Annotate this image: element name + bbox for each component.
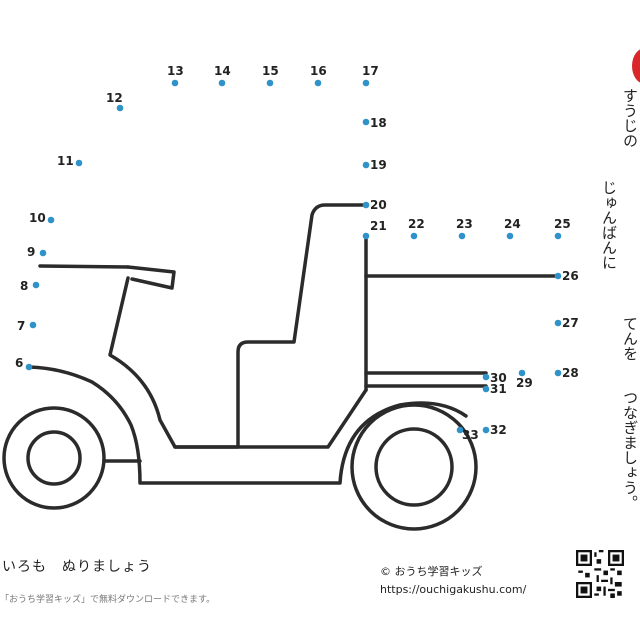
dot-label-9: 9 xyxy=(27,245,35,259)
dot-28 xyxy=(554,369,562,377)
dot-11 xyxy=(75,159,83,167)
dot-16 xyxy=(314,79,322,87)
dot-10 xyxy=(47,216,55,224)
instruction-column-2: じゅんばんに xyxy=(600,180,618,270)
instruction-column-1: すうじの xyxy=(621,88,639,148)
dot-label-8: 8 xyxy=(20,279,28,293)
dot-label-31: 31 xyxy=(490,382,507,396)
dot-label-17: 17 xyxy=(362,64,379,78)
scooter-grip xyxy=(126,265,176,290)
dot-29 xyxy=(518,369,526,377)
dot-30 xyxy=(482,373,490,381)
scooter-outline xyxy=(2,203,560,531)
dot-20 xyxy=(362,201,370,209)
dot-32 xyxy=(482,426,490,434)
dot-label-32: 32 xyxy=(490,423,507,437)
dot-23 xyxy=(458,232,466,240)
dot-label-14: 14 xyxy=(214,64,231,78)
dot-label-15: 15 xyxy=(262,64,279,78)
front-wheel-outer xyxy=(2,406,106,510)
dot-31 xyxy=(482,385,490,393)
dot-15 xyxy=(266,79,274,87)
dot-label-11: 11 xyxy=(57,154,74,168)
dot-label-10: 10 xyxy=(29,211,46,225)
dot-label-18: 18 xyxy=(370,116,387,130)
download-note: 「おうち学習キッズ」で無料ダウンロードできます。 xyxy=(0,595,216,605)
site-url[interactable]: https://ouchigakushu.com/ xyxy=(380,583,527,596)
dot-label-29: 29 xyxy=(516,376,533,390)
coloring-prompt: いろも ぬりましょう xyxy=(2,559,152,575)
scooter-front-body xyxy=(108,203,368,449)
dot-14 xyxy=(218,79,226,87)
dot-7 xyxy=(29,321,37,329)
instruction-column-3: てんを xyxy=(621,316,639,361)
dot-17 xyxy=(362,79,370,87)
dot-33 xyxy=(456,426,464,434)
dot-25 xyxy=(554,232,562,240)
dot-label-21: 21 xyxy=(370,219,387,233)
rear-wheel-outer xyxy=(350,403,478,531)
dot-18 xyxy=(362,118,370,126)
dot-6 xyxy=(25,363,33,371)
dot-label-24: 24 xyxy=(504,217,521,231)
dot-13 xyxy=(171,79,179,87)
qr-code[interactable] xyxy=(576,550,624,598)
dot-27 xyxy=(554,319,562,327)
dot-9 xyxy=(39,249,47,257)
dot-label-33: 33 xyxy=(462,428,479,442)
dot-label-30: 30 xyxy=(490,371,507,385)
dot-label-13: 13 xyxy=(167,64,184,78)
scooter-handlebar xyxy=(38,264,130,269)
number-dots: 6 7 8 9 10 11 12 13 14 15 16 17 18 19 20 21 22 23 24 25 26 27… xyxy=(15,64,579,442)
dot-label-16: 16 xyxy=(310,64,327,78)
dot-label-23: 23 xyxy=(456,217,473,231)
front-wheel-inner xyxy=(26,430,82,486)
dot-21 xyxy=(362,232,370,240)
dot-12 xyxy=(116,104,124,112)
dot-label-22: 22 xyxy=(408,217,425,231)
dot-19 xyxy=(362,161,370,169)
copyright-text: © おうち学習キッズ xyxy=(380,565,483,578)
dot-26 xyxy=(554,272,562,280)
dot-24 xyxy=(506,232,514,240)
red-circle-badge xyxy=(632,48,640,84)
scooter-floor xyxy=(173,388,368,449)
dot-8 xyxy=(32,281,40,289)
dot-label-27: 27 xyxy=(562,316,579,330)
dot-label-19: 19 xyxy=(370,158,387,172)
dot-label-26: 26 xyxy=(562,269,579,283)
dot-22 xyxy=(410,232,418,240)
dot-label-20: 20 xyxy=(370,198,387,212)
dot-label-28: 28 xyxy=(562,366,579,380)
rear-wheel-inner xyxy=(374,427,454,507)
dot-label-7: 7 xyxy=(17,319,25,333)
instruction-column-4: つなぎましょう。 xyxy=(621,390,639,510)
dot-label-6: 6 xyxy=(15,356,23,370)
dot-label-25: 25 xyxy=(554,217,571,231)
dot-label-12: 12 xyxy=(106,91,123,105)
